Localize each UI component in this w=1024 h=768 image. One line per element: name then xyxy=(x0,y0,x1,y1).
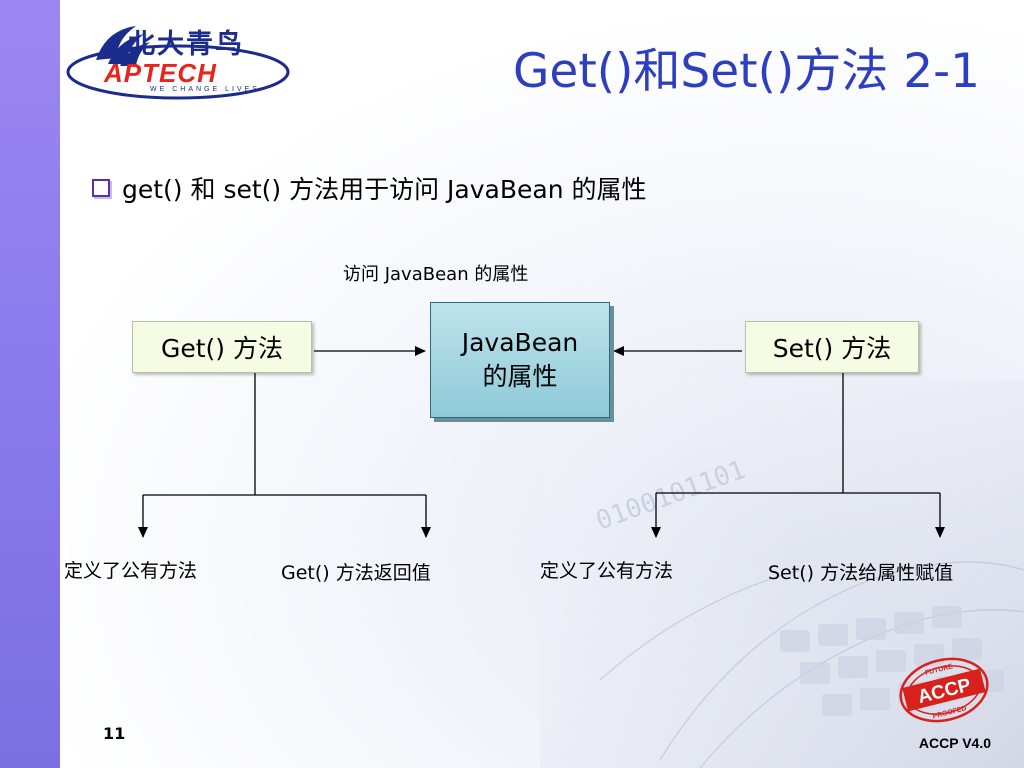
set-tree-connector xyxy=(651,372,945,538)
bullet-text: get() 和 set() 方法用于访问 JavaBean 的属性 xyxy=(122,175,647,204)
javabean-box-line1: JavaBean xyxy=(461,328,579,357)
logo xyxy=(66,20,294,102)
get-leaf-return-value: Get() 方法返回值 xyxy=(281,562,431,584)
set-method-box: Set() 方法 xyxy=(745,321,919,373)
set-leaf-public-method: 定义了公有方法 xyxy=(540,560,674,582)
get-method-box: Get() 方法 xyxy=(132,321,312,373)
javabean-properties-box: JavaBean 的属性 xyxy=(430,302,610,418)
set-leaf-assign-value: Set() 方法给属性赋值 xyxy=(768,562,954,584)
background-keyboard-photo: 0100101101 xyxy=(540,380,1024,768)
seal-ring-bottom: PROOFED xyxy=(932,705,967,720)
logo-english-name: APTECH xyxy=(104,58,217,88)
checkbox-bullet-icon xyxy=(92,179,110,197)
logo-chinese-name: 北大青鸟 xyxy=(128,29,244,60)
slide-title: Get()和Set()方法 2-1 xyxy=(513,44,980,99)
javabean-box-line2: 的属性 xyxy=(482,362,558,391)
bird-logo-icon xyxy=(66,26,290,100)
get-tree-connector xyxy=(138,372,431,538)
seal-text: ACCP xyxy=(916,675,974,708)
footer-label: ACCP V4.0 xyxy=(918,735,991,751)
access-label: 访问 JavaBean 的属性 xyxy=(343,264,529,285)
logo-tagline: WE CHANGE LIVES xyxy=(150,86,260,93)
left-accent-bar xyxy=(0,0,60,768)
get-leaf-public-method: 定义了公有方法 xyxy=(64,560,198,582)
bullet-item: get() 和 set() 方法用于访问 JavaBean 的属性 xyxy=(92,170,647,206)
seal-ring-top: FUTURE xyxy=(924,663,954,677)
accp-seal-icon: ACCP FUTURE PROOFED xyxy=(899,657,989,723)
page-number: 11 xyxy=(103,724,126,743)
